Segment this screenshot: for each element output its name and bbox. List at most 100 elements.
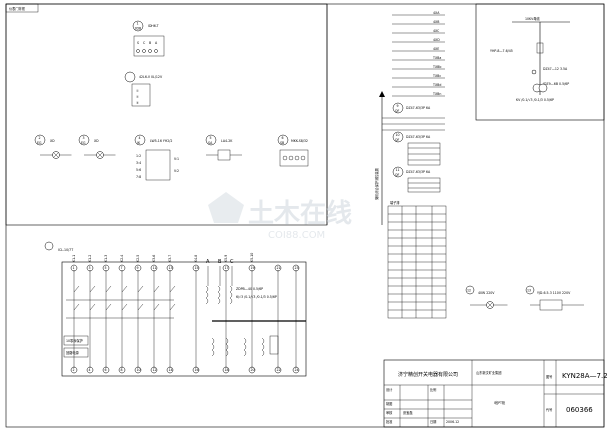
box2-label: 回路电源 xyxy=(66,350,80,355)
top-terminal-code: K2-4 xyxy=(120,255,124,262)
top-terminal-num: 9 xyxy=(137,266,139,270)
branch3-code: QF xyxy=(395,173,400,177)
bottom-terminal-num: 12 xyxy=(153,368,157,372)
switch1-code: SA xyxy=(208,141,213,145)
tb-row2-name: 张宝磊 xyxy=(403,410,413,415)
top-terminal-num: 3 xyxy=(89,266,91,270)
main-diagram-box xyxy=(61,261,307,377)
lamp2-code: EG xyxy=(81,141,86,145)
relay-name: LW5-16 YH2/2 xyxy=(150,139,172,143)
tb-drawing-title: I段PT柜 xyxy=(494,400,506,405)
relay-term-r1: V:1 xyxy=(174,157,179,161)
terminal-rows xyxy=(388,213,446,311)
ammeter-name: 42L6-V 0L/12V xyxy=(139,75,163,79)
bottom-terminal-num: 4 xyxy=(89,368,91,372)
meter1-term-c: C xyxy=(143,41,146,45)
branch3-body xyxy=(407,177,441,193)
lamp2-tag xyxy=(78,134,90,146)
transformer-icon xyxy=(205,285,233,305)
panel-label: 仪表门背视 xyxy=(9,6,26,11)
meter1-num: 1 xyxy=(137,22,139,26)
top-terminal-num: 5 xyxy=(105,266,107,270)
branch3-tag xyxy=(392,166,404,178)
lamp-b-label: YJD-6.5-3 110V 220V xyxy=(537,291,571,295)
lamp-a-num: 12 xyxy=(467,289,471,293)
secondary-coils-icon xyxy=(211,335,279,357)
top-terminal-num: 13 xyxy=(169,266,173,270)
bus-label-1: 4XB xyxy=(433,20,439,24)
bottom-terminal-num: 14 xyxy=(169,368,173,372)
ammeter-term-3: ③ xyxy=(136,101,139,105)
ammeter-term-1: ① xyxy=(136,89,139,93)
relay-term-l4: 7:8 xyxy=(136,175,141,179)
meter1-term-a: A xyxy=(155,41,158,45)
top-terminal-code: K3-6 xyxy=(152,255,156,262)
top-terminal-num: 17 xyxy=(225,266,229,270)
item-c-label: JDZ9—6B 0.5/6P xyxy=(542,82,569,86)
lamp2-name: XD xyxy=(94,139,99,143)
top-right-box xyxy=(475,3,605,121)
phase-b: B xyxy=(218,259,222,265)
lamp-b-num: 13 xyxy=(527,289,531,293)
branch2-name: DZ47-63/3P 6A xyxy=(406,135,431,139)
ammeter-tag xyxy=(124,71,136,83)
top-terminal-num: 1 xyxy=(73,266,75,270)
title-block xyxy=(383,359,605,428)
tb-code: 060366 xyxy=(566,406,593,414)
ct-label: ICL-10/7T xyxy=(58,248,73,252)
top-terminal-row: 1K1-13K1-25K1-37K2-49K2-511K3-613K3-715K… xyxy=(70,253,300,272)
watermark-logo-icon xyxy=(208,192,244,223)
item-b-breaker-icon xyxy=(531,69,537,75)
relay-tag xyxy=(134,134,146,146)
bottom-terminal-num: 20 xyxy=(251,368,255,372)
lamp1-tag xyxy=(34,134,46,146)
tb-row3-role: 批准 xyxy=(386,419,393,424)
meter1-code: 3DB xyxy=(135,27,142,31)
item-a-fuse xyxy=(536,42,544,54)
switch2-code: SB xyxy=(280,141,284,145)
bus-lines xyxy=(392,14,445,97)
top-terminal-num: 11 xyxy=(153,266,157,270)
watermark-cn: 土木在线 xyxy=(248,199,352,229)
bus-label-3: 4XD xyxy=(433,38,440,42)
phase-lines xyxy=(207,266,233,286)
ammeter-term-2: ② xyxy=(136,95,139,99)
meter1-tag xyxy=(132,20,144,32)
relay-num: 4 xyxy=(139,136,141,140)
terminal-strip: 端子排 xyxy=(387,200,447,319)
item-a-label: YHP-8—7.6/45 xyxy=(490,49,513,53)
ct-tag xyxy=(44,241,54,251)
switch2-body xyxy=(279,149,309,167)
meter1-term-s: S xyxy=(137,41,139,45)
bus-label-5: TXBa xyxy=(432,56,441,60)
unit-label: ZDPB—40 0.5/6P xyxy=(236,287,263,291)
bus-label-4: 4XE xyxy=(433,47,439,51)
box1-label: 10零序保护 xyxy=(66,338,83,343)
bottom-terminal-num: 10 xyxy=(137,368,141,372)
lamp1-code: EG xyxy=(37,141,42,145)
lamp2-num: 3 xyxy=(83,136,85,140)
switch1-num: 5 xyxy=(210,136,212,140)
top-left-panel xyxy=(5,3,328,226)
lamp1-name: XD xyxy=(50,139,55,143)
top-terminal-code: K1-3 xyxy=(104,255,108,262)
tb-no-label: 图号 xyxy=(546,374,552,379)
branch1-name: DZ47-63/3P 6A xyxy=(406,106,431,110)
item-b-label: DZ47—12 3.5A xyxy=(543,67,568,71)
bus-label-7: TXBc xyxy=(432,74,441,78)
switch2-name: MKK-S8/32 xyxy=(291,139,308,143)
watermark-en: COI88.COM xyxy=(268,230,325,241)
watermark: 土木在线 COI88.COM xyxy=(208,192,352,241)
panel-label-box xyxy=(5,3,39,13)
side-caption: 微机综合保护测控装置 xyxy=(374,168,379,200)
bottom-terminal-num: 16 xyxy=(195,368,199,372)
switch2-num: 6 xyxy=(282,136,284,140)
top-terminal-code: K5-10 xyxy=(250,253,254,262)
lamp-a-label: 40W 220V xyxy=(478,291,495,295)
bottom-terminal-num: 24 xyxy=(295,368,299,372)
branch1-tag xyxy=(392,102,404,114)
branch2-code: QF xyxy=(395,138,400,142)
top-terminal-num: 23 xyxy=(295,266,299,270)
top-terminal-num: 19 xyxy=(251,266,255,270)
bottom-terminal-num: 18 xyxy=(225,368,229,372)
